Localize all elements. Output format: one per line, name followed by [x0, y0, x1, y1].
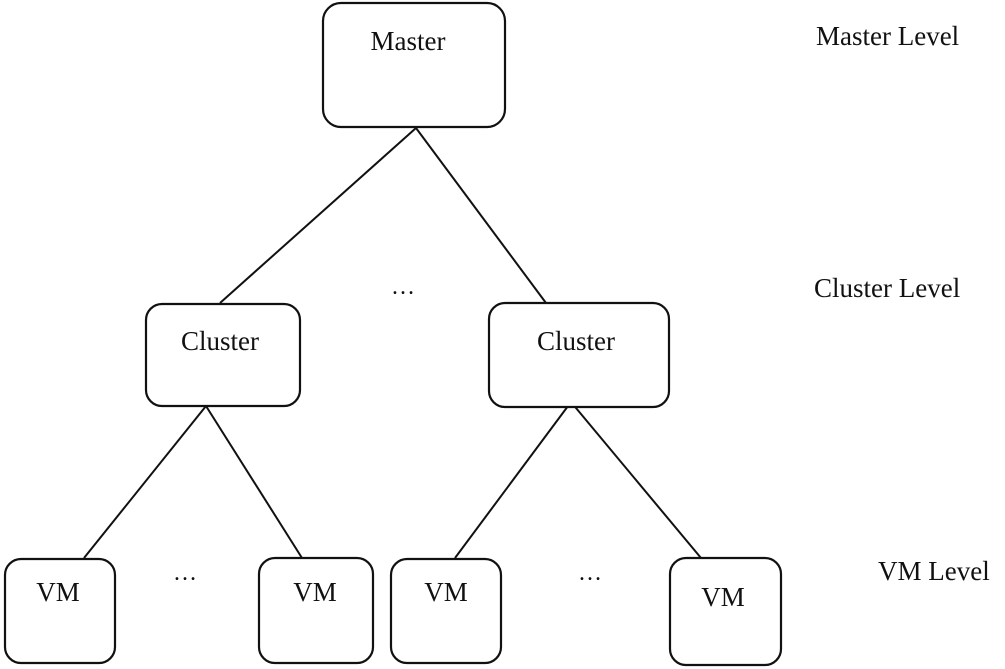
- level-label-vm: VM Level: [878, 556, 990, 586]
- edge-master-cluster-left: [219, 127, 417, 304]
- edge-cluster-right-vm-3: [454, 401, 572, 559]
- master-node: Master: [321, 1, 507, 129]
- edge-master-cluster-right: [415, 127, 547, 304]
- master-box: [321, 1, 507, 129]
- vm-2-label: VM: [293, 577, 337, 607]
- cluster-node-left: Cluster: [144, 302, 302, 408]
- vm-1-label: VM: [36, 577, 80, 607]
- ellipsis-vms-right: …: [578, 560, 602, 586]
- vm-1-box: [3, 557, 117, 665]
- vm-node-2: VM: [257, 556, 375, 665]
- vm-node-3: VM: [389, 557, 503, 665]
- cluster-left-box: [144, 302, 302, 408]
- vm-4-label: VM: [701, 582, 745, 612]
- cluster-right-label: Cluster: [537, 326, 615, 356]
- edge-cluster-left-vm-2: [205, 405, 303, 559]
- cluster-left-label: Cluster: [181, 326, 259, 356]
- vm-4-box: [668, 556, 783, 667]
- level-label-cluster: Cluster Level: [814, 273, 960, 303]
- edge-cluster-right-vm-4: [570, 401, 702, 559]
- vm-node-1: VM: [3, 557, 117, 665]
- vm-2-box: [257, 556, 375, 665]
- level-label-master: Master Level: [816, 21, 959, 51]
- edge-cluster-left-vm-1: [83, 405, 207, 559]
- vm-3-label: VM: [424, 577, 468, 607]
- cluster-right-box: [487, 301, 671, 409]
- master-label: Master: [371, 26, 446, 56]
- cluster-node-right: Cluster: [487, 301, 671, 409]
- vm-3-box: [389, 557, 503, 665]
- edges: [83, 127, 702, 559]
- vm-node-4: VM: [668, 556, 783, 667]
- ellipsis-vms-left: …: [173, 560, 197, 586]
- ellipsis-clusters: …: [391, 274, 415, 300]
